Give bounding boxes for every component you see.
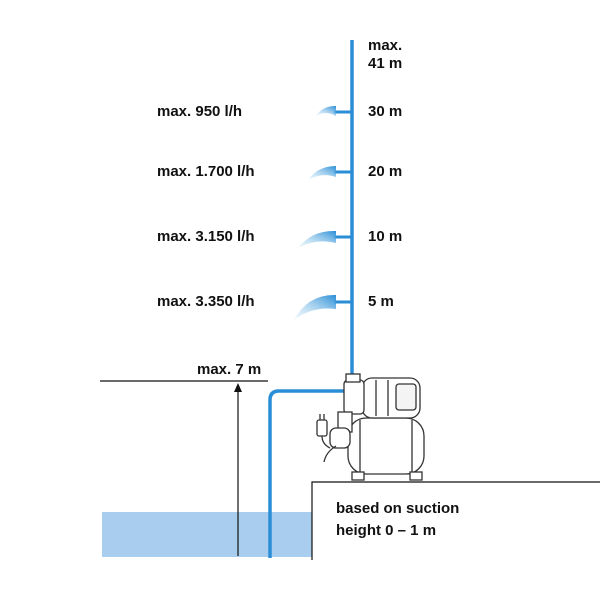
flow-label-20m: max. 1.700 l/h	[157, 163, 255, 180]
height-label-30m: 30 m	[368, 103, 403, 120]
pump-icon	[329, 373, 425, 481]
suction-max-label: max. 7 m	[197, 361, 262, 378]
water-spray-icon	[294, 294, 336, 320]
max-height-line1: max.	[368, 37, 403, 54]
suction-note-line2: height 0 – 1 m	[336, 522, 437, 539]
height-label-10m: 10 m	[368, 228, 403, 245]
max-height-line2: 41 m	[368, 55, 403, 72]
suction-pipe	[268, 389, 346, 558]
suction-note-line1: based on suction	[336, 500, 460, 517]
power-plug-icon	[316, 414, 337, 463]
water-reservoir	[102, 512, 312, 557]
water-spray-icon	[298, 230, 336, 248]
height-label-20m: 20 m	[368, 163, 403, 180]
suction-arrow-head	[234, 383, 242, 392]
water-spray-icon	[316, 106, 336, 116]
flow-label-30m: max. 950 l/h	[157, 103, 243, 120]
suction-note: based on suction height 0 – 1 m	[336, 498, 459, 542]
max-height-label: max. 41 m	[368, 37, 402, 73]
flow-label-10m: max. 3.150 l/h	[157, 228, 255, 245]
flow-label-5m: max. 3.350 l/h	[157, 293, 255, 310]
height-label-5m: 5 m	[368, 293, 394, 310]
water-spray-icon	[308, 166, 336, 180]
ground-ledge	[311, 481, 600, 560]
